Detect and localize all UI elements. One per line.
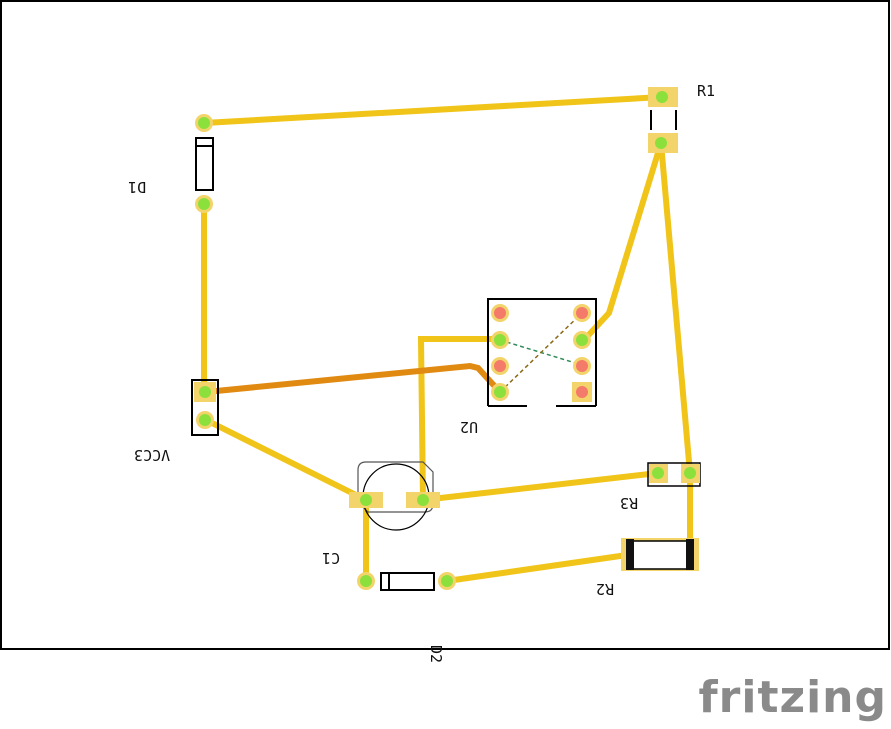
- d2-pad-2[interactable]: [441, 575, 453, 587]
- u2-pin-1[interactable]: [576, 307, 588, 319]
- r3-pad-1[interactable]: [652, 467, 664, 479]
- d1-body: [195, 137, 214, 191]
- top-traces: [201, 94, 693, 584]
- part-r3[interactable]: R3: [620, 462, 701, 512]
- d1-label: D1: [128, 178, 146, 196]
- r3-label: R3: [620, 494, 638, 512]
- trace-d2-r2[interactable]: [444, 551, 637, 584]
- part-r2[interactable]: R2: [596, 538, 699, 598]
- d1-pad-2[interactable]: [198, 198, 210, 210]
- trace-r1-u2[interactable]: [581, 140, 664, 343]
- trace-d1-r1[interactable]: [201, 94, 665, 126]
- r1-pad-1[interactable]: [656, 91, 668, 103]
- u2-pin-4[interactable]: [576, 386, 588, 398]
- c1-pad-2[interactable]: [417, 494, 429, 506]
- u2-pin-5[interactable]: [494, 386, 506, 398]
- r1-label: R1: [697, 82, 715, 100]
- part-r1[interactable]: R1: [648, 82, 715, 153]
- r1-pad-2[interactable]: [655, 137, 667, 149]
- u2-outline: [487, 298, 597, 406]
- board-outline: [0, 0, 890, 650]
- u2-label: U2: [460, 418, 478, 436]
- c1-pad-1[interactable]: [360, 494, 372, 506]
- vcc3-pad-2[interactable]: [199, 414, 211, 426]
- part-vcc3[interactable]: VCC3: [134, 379, 219, 464]
- r2-end-left: [626, 539, 634, 570]
- u2-pin-3[interactable]: [576, 360, 588, 372]
- vcc3-label: VCC3: [134, 446, 170, 464]
- vcc3-outline: [191, 379, 219, 436]
- r2-label: R2: [596, 580, 614, 598]
- fritzing-logo: fritzing: [698, 672, 887, 723]
- u2-pin-2[interactable]: [576, 334, 588, 346]
- u2-pin-7[interactable]: [494, 334, 506, 346]
- r2-end-right: [686, 539, 694, 570]
- trace-c1-r3[interactable]: [420, 470, 661, 503]
- part-c1[interactable]: C1: [322, 461, 440, 567]
- r2-body: [630, 540, 690, 570]
- d1-pad-1[interactable]: [198, 117, 210, 129]
- d2-label: D2: [427, 645, 445, 663]
- part-d1[interactable]: D1: [128, 114, 214, 213]
- d2-body: [380, 572, 435, 591]
- u2-pin-8[interactable]: [494, 307, 506, 319]
- trace-c1-u2[interactable]: [417, 336, 503, 503]
- part-u2[interactable]: U2: [460, 298, 597, 436]
- vcc3-pad-1[interactable]: [199, 386, 211, 398]
- trace-vcc3-c1[interactable]: [203, 417, 369, 503]
- part-d2[interactable]: D2: [357, 572, 456, 663]
- d2-pad-1[interactable]: [360, 575, 372, 587]
- u2-pin-6[interactable]: [494, 360, 506, 372]
- r3-pad-2[interactable]: [684, 467, 696, 479]
- trace-r1-r3[interactable]: [658, 140, 693, 476]
- c1-label: C1: [322, 549, 340, 567]
- ratsnest-line-2: [499, 312, 583, 393]
